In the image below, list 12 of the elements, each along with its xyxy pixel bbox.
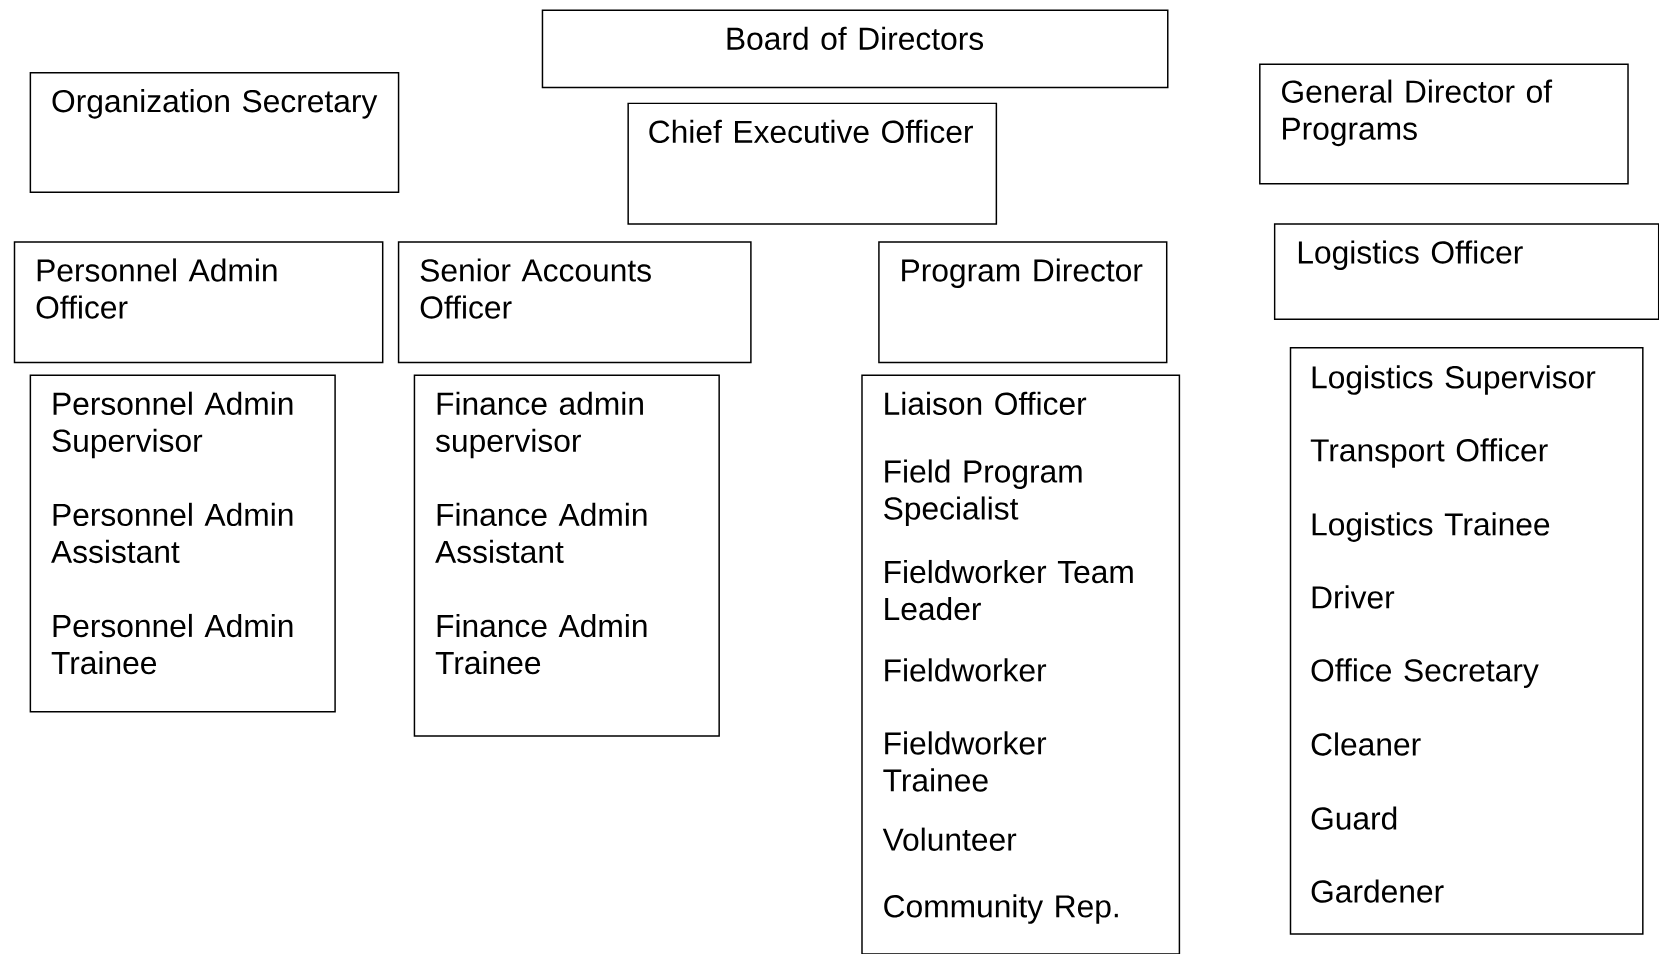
position-list-box: Personnel Admin Supervisor Personnel Admin Assistant Personnel Admin Trainee: [29, 374, 336, 713]
position-box: Senior Accounts Officer: [397, 241, 752, 364]
position-list-box: Logistics Supervisor Transport Officer Logistics Trainee Driver Office Secretary Cleaner Guard Gardener: [1289, 346, 1644, 935]
position-box: Board of Directors: [541, 9, 1169, 89]
position-list-box: Liaison Officer Field Program Specialist Fieldworker Team Leader Fieldworker Fieldworker Trainee Volunteer Community Rep.: [861, 374, 1181, 954]
position-box: Logistics Officer: [1273, 223, 1659, 320]
position-box: Program Director: [878, 241, 1168, 364]
position-box: Chief Executive Officer: [627, 102, 998, 225]
position-box: Personnel Admin Officer: [13, 241, 384, 364]
position-box: Organization Secretary: [29, 71, 400, 193]
position-list-box: Finance admin supervisor Finance Admin Assistant Finance Admin Trainee: [413, 374, 720, 737]
position-box: General Director of Programs: [1259, 63, 1629, 185]
